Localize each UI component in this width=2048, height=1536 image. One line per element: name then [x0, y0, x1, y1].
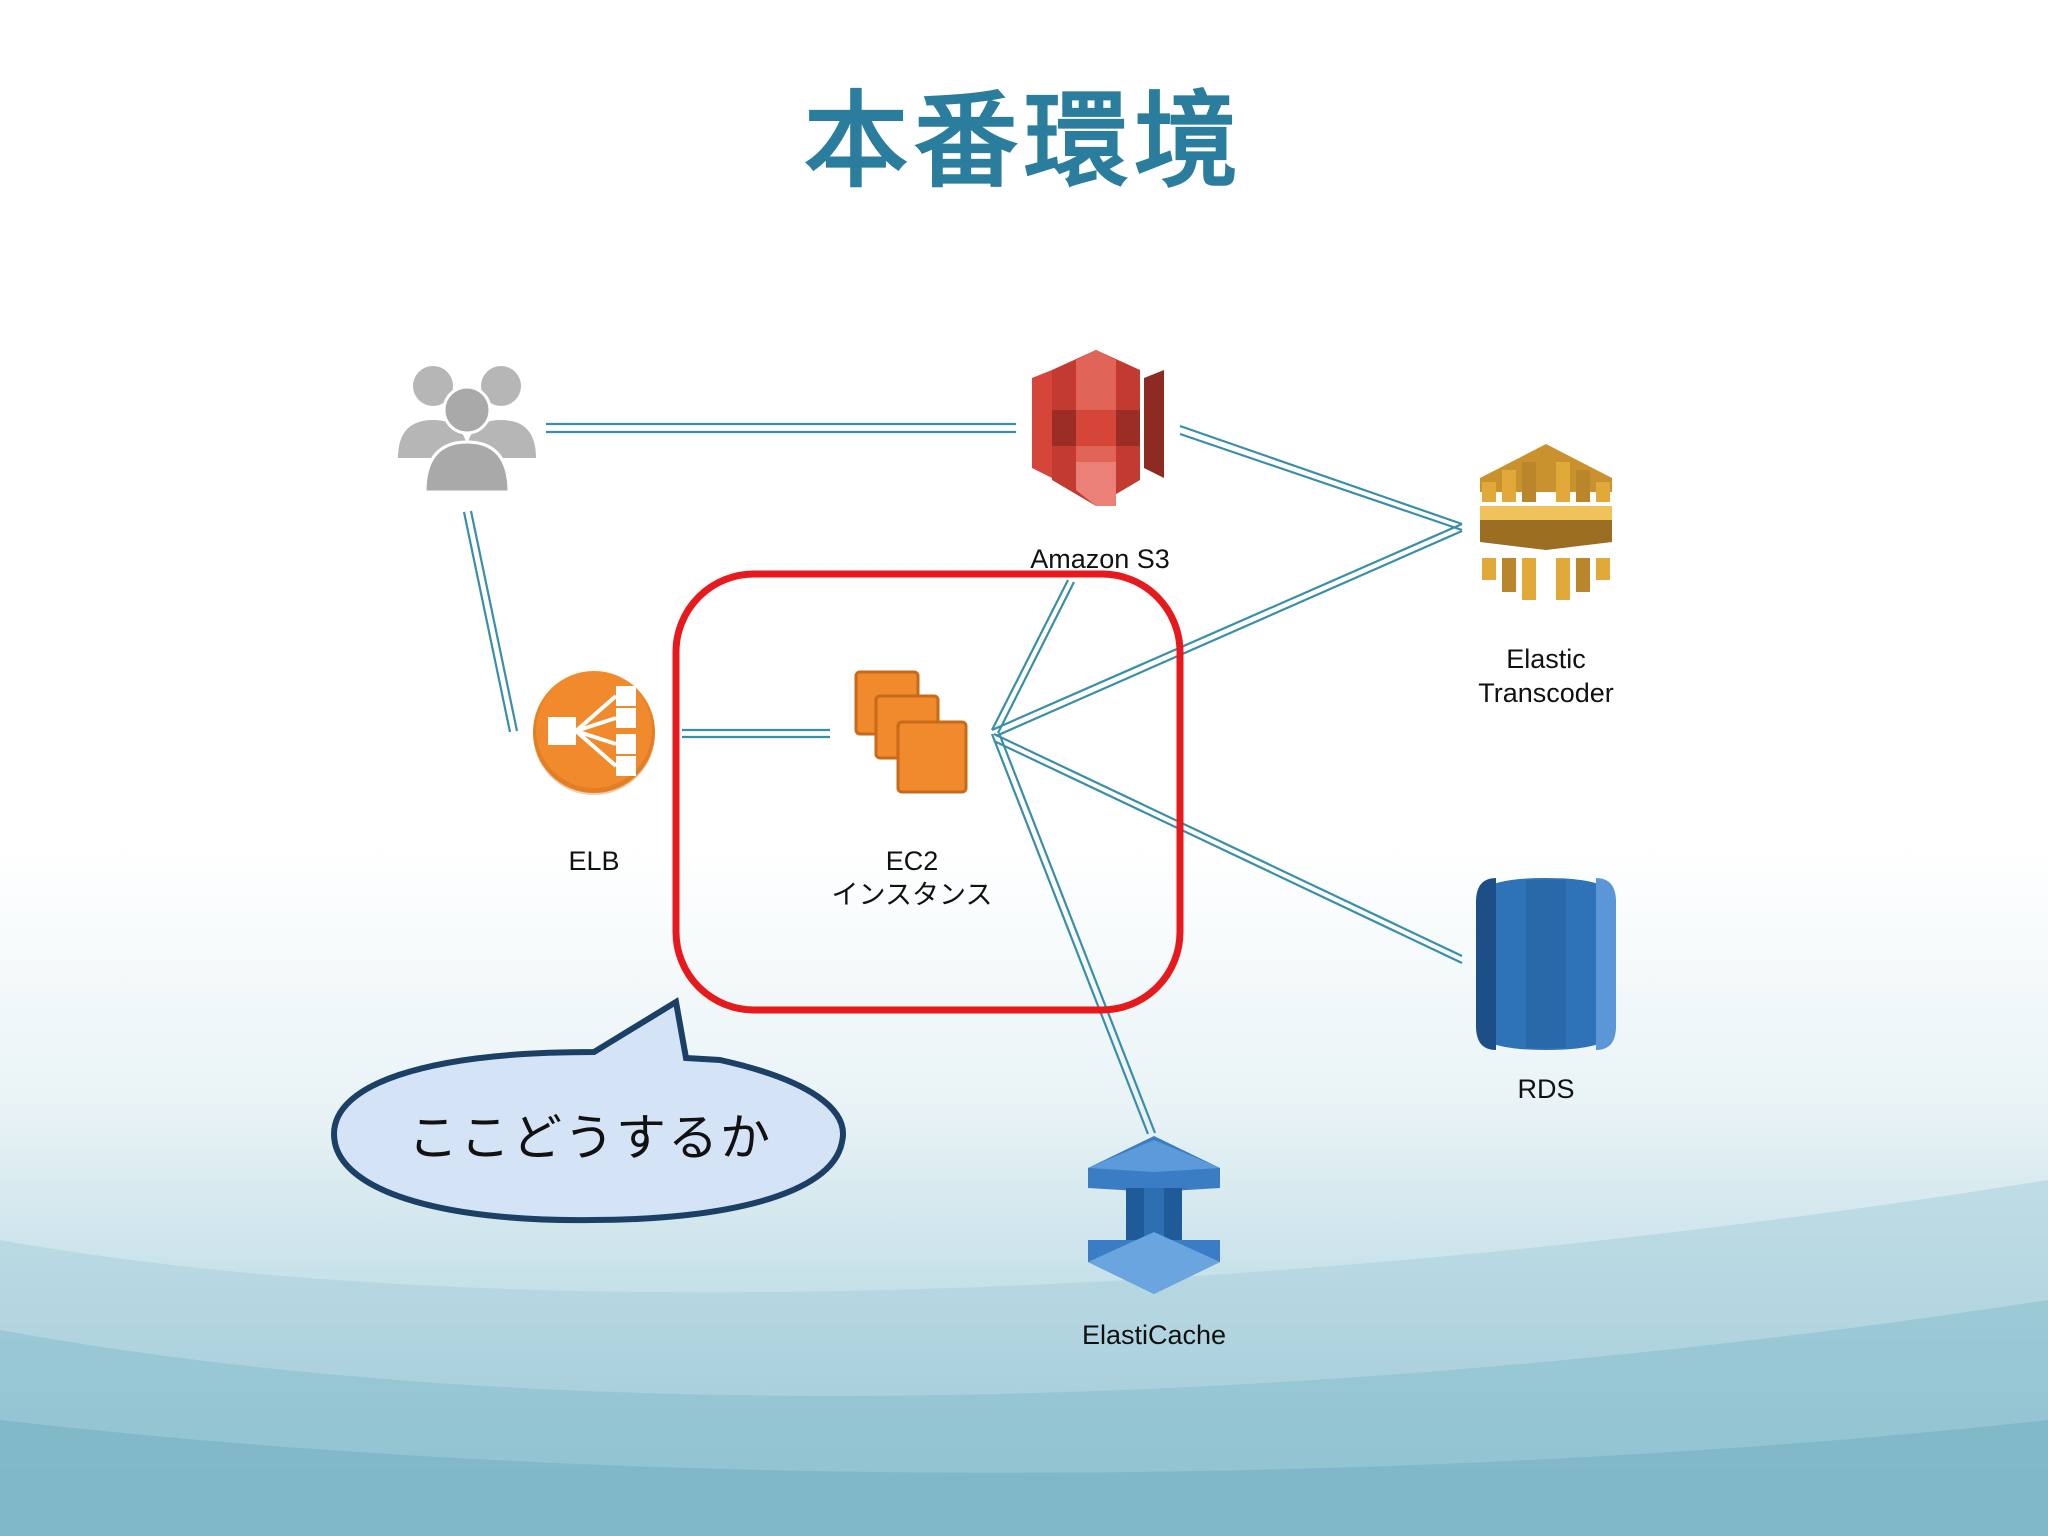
elb-label: ELB — [568, 846, 620, 876]
ec2-instances-icon — [854, 670, 968, 794]
s3-bucket-icon — [1032, 350, 1164, 506]
slide-title: 本番環境 — [803, 80, 1244, 202]
elastic-transcoder-icon — [1480, 444, 1612, 600]
load-balancer-icon — [533, 671, 655, 795]
elasticache-label: ElastiCache — [1081, 1320, 1227, 1350]
database-icon — [1476, 878, 1616, 1050]
transcoder-label: Elastic Transcoder — [1446, 642, 1646, 710]
connector-users-s3 — [546, 422, 1016, 434]
callout-text: ここどうするか — [408, 1109, 772, 1167]
callout-bubble — [330, 997, 846, 1224]
users-icon — [398, 366, 536, 494]
connector-users-elb — [462, 510, 519, 733]
connector-ec2-rds — [993, 733, 1463, 964]
s3-label: Amazon S3 — [1030, 544, 1170, 574]
connectors — [462, 422, 1463, 1135]
connector-s3-transcoder — [1179, 424, 1463, 532]
ec2-label-line2: インスタンス — [831, 880, 993, 910]
connector-ec2-transcoder — [991, 522, 1463, 738]
background-wave-3 — [0, 1420, 2048, 1536]
elasticache-icon — [1088, 1136, 1220, 1294]
highlight-box — [672, 570, 1184, 1014]
transcoder-label-line1: Elastic — [1506, 644, 1586, 674]
transcoder-label-line2: Transcoder — [1478, 678, 1614, 708]
connector-ec2-elasticache — [990, 732, 1157, 1135]
rds-label: RDS — [1517, 1074, 1575, 1104]
ec2-label: EC2 インスタンス — [812, 844, 1012, 912]
connector-ec2-s3 — [991, 579, 1075, 734]
connector-elb-ec2 — [682, 728, 830, 739]
ec2-label-line1: EC2 — [885, 846, 939, 876]
